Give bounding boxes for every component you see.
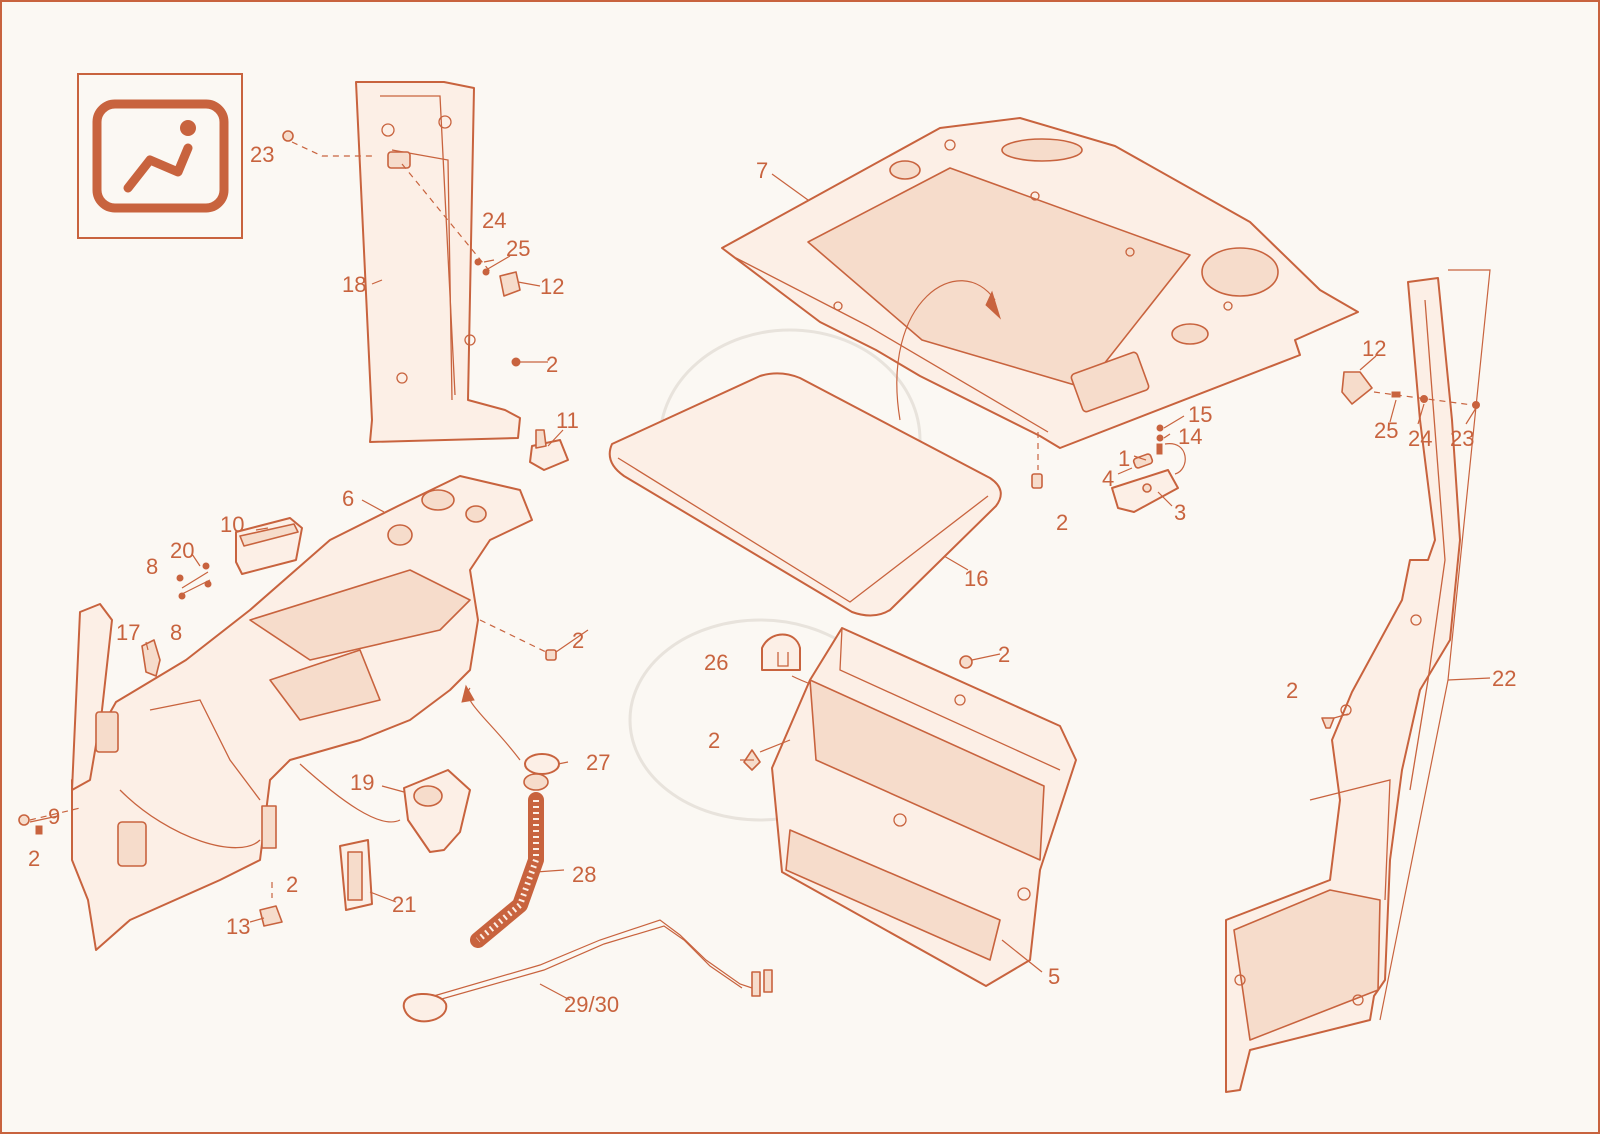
- leader-lines: [29, 173, 1491, 1001]
- light-part-11: [511, 357, 569, 471]
- callout-20: 20: [170, 538, 194, 563]
- callout-21: 21: [392, 892, 416, 917]
- callout-2-dash: 2: [572, 628, 584, 653]
- callout-1: 1: [1118, 446, 1130, 471]
- grab-handle-part-12-right: [1341, 371, 1481, 409]
- quarter-trim-part-22: [1225, 269, 1491, 1093]
- callout-2-left: 2: [28, 846, 40, 871]
- seat-icon: [77, 73, 243, 239]
- callout-12-left: 12: [540, 274, 564, 299]
- callout-6: 6: [342, 486, 354, 511]
- callout-2-bin-top: 2: [998, 642, 1010, 667]
- callout-27: 27: [586, 750, 610, 775]
- callout-2-bin-left: 2: [708, 728, 720, 753]
- screw-2b: [1031, 432, 1043, 489]
- side-panel-left: [71, 603, 161, 791]
- callout-2-lower: 2: [286, 872, 298, 897]
- callout-25-right: 25: [1374, 418, 1398, 443]
- callout-19: 19: [350, 770, 374, 795]
- callout-10: 10: [220, 512, 244, 537]
- callout-24-left: 24: [482, 208, 506, 233]
- callout-28: 28: [572, 862, 596, 887]
- callout-8-lower: 8: [170, 620, 182, 645]
- duct-parts-27-28: [461, 684, 560, 948]
- screw-2c: [1321, 713, 1349, 729]
- callout-16: 16: [964, 566, 988, 591]
- callout-15: 15: [1188, 402, 1212, 427]
- sunroof-panel-part-16: [608, 372, 1002, 617]
- screws-left: [18, 619, 557, 927]
- callout-4: 4: [1102, 466, 1114, 491]
- callout-8-upper: 8: [146, 554, 158, 579]
- callout-2-quarter: 2: [1286, 678, 1298, 703]
- insert-part-21: [339, 839, 373, 911]
- callout-17: 17: [116, 620, 140, 645]
- pillar-trim-part-18: [355, 81, 521, 443]
- callout-5: 5: [1048, 964, 1060, 989]
- tray-part-10: [235, 517, 303, 575]
- grab-handle-part-12-left: [282, 130, 521, 297]
- sunroof-panel-edge: [617, 457, 989, 603]
- cupholder-part-19: [299, 763, 471, 853]
- callout-2-pillar: 2: [546, 352, 558, 377]
- callout-22: 22: [1492, 666, 1516, 691]
- callout-25-left: 25: [506, 236, 530, 261]
- rotation-arrow: [896, 280, 996, 421]
- callout-24-right: 24: [1408, 426, 1432, 451]
- callout-29-30: 29/30: [564, 992, 619, 1017]
- callout-2-headliner: 2: [1056, 510, 1068, 535]
- headliner-part-7: [721, 117, 1359, 449]
- callout-labels: 23 24 25 12 18 2 11 7 16 15 14 1 4 3 2 1…: [28, 142, 1516, 1017]
- dome-light-parts: [1111, 424, 1186, 513]
- callout-26: 26: [704, 650, 728, 675]
- callout-7: 7: [756, 158, 768, 183]
- rotation-arrow-head: [985, 290, 1002, 320]
- cable-part-29-30: [402, 919, 773, 1023]
- storage-bin-part-5: [743, 627, 1077, 987]
- callout-11: 11: [556, 408, 579, 433]
- callout-18: 18: [342, 272, 366, 297]
- callout-9: 9: [48, 804, 60, 829]
- callout-23-left: 23: [250, 142, 274, 167]
- fasteners-8-20: [176, 562, 212, 600]
- dash-trim-part-6: [71, 475, 533, 951]
- callout-14: 14: [1178, 424, 1202, 449]
- callout-23-right: 23: [1450, 426, 1474, 451]
- callout-3: 3: [1174, 500, 1186, 525]
- callout-13: 13: [226, 914, 250, 939]
- callout-12-right: 12: [1362, 336, 1386, 361]
